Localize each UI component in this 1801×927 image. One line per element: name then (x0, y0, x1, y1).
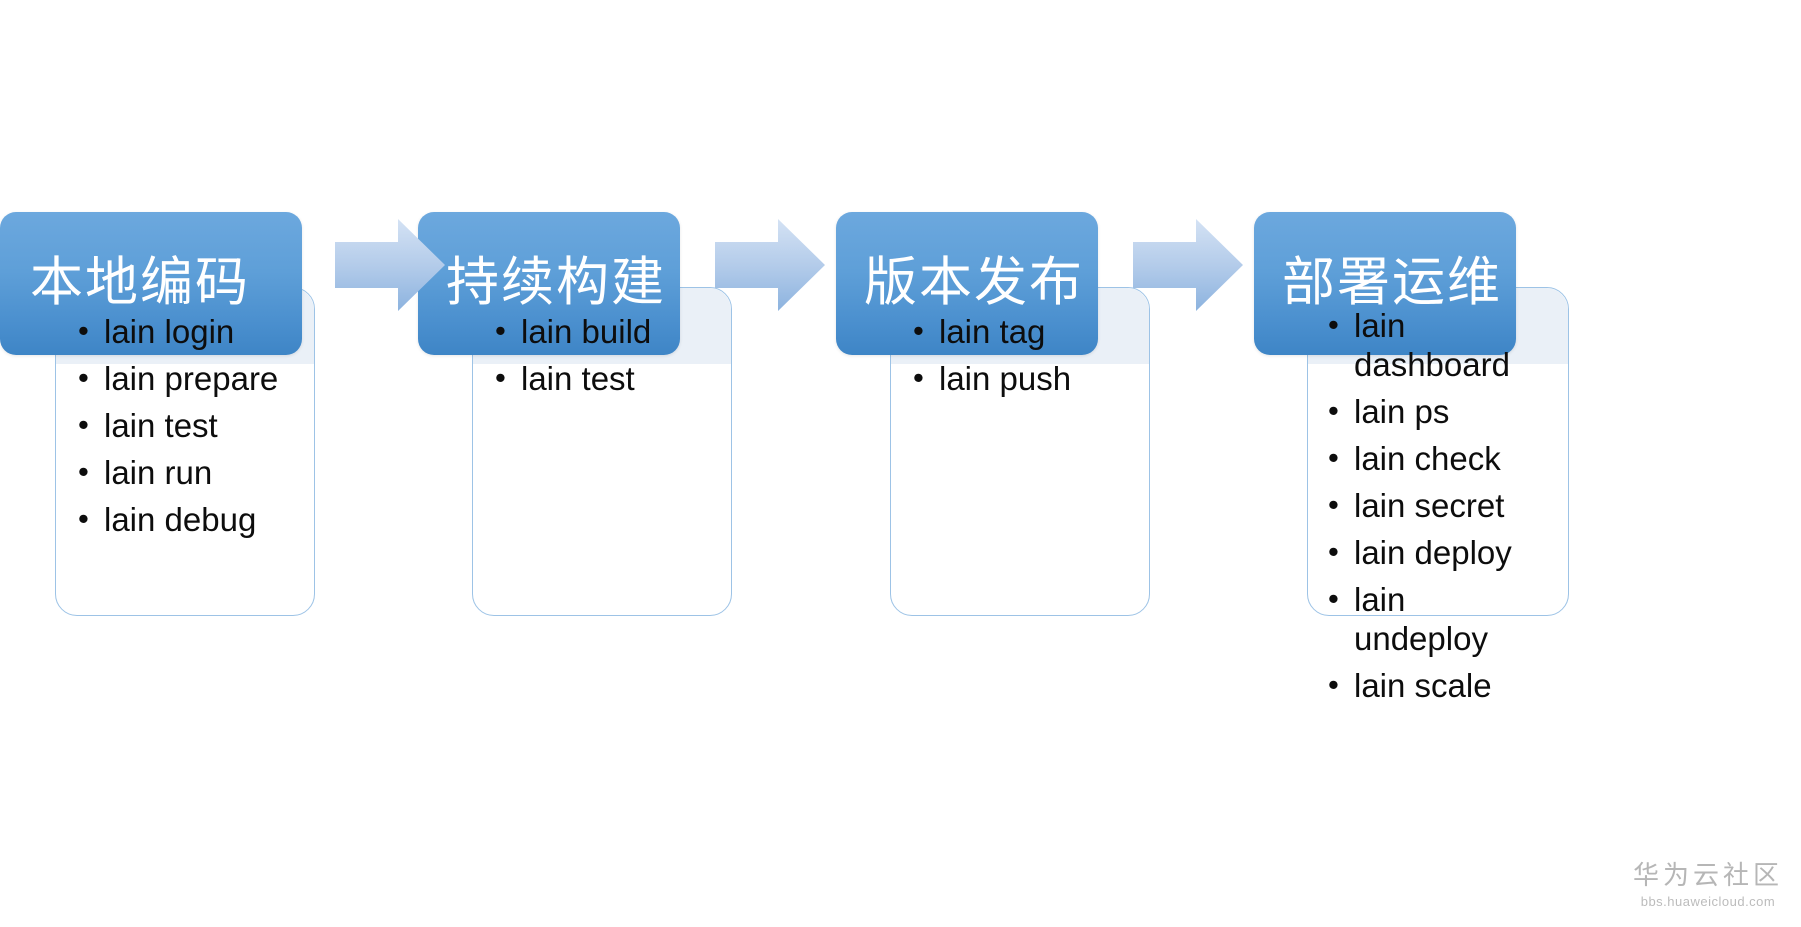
connector-arrow-3 (1133, 215, 1243, 315)
list-item[interactable]: • lain deploy (1328, 534, 1540, 573)
watermark-url: bbs.huaweicloud.com (1640, 894, 1776, 909)
list-item[interactable]: • lain undeploy (1328, 581, 1540, 659)
bullet-icon: • (1328, 439, 1339, 475)
list-item[interactable]: • lain test (495, 360, 735, 399)
list-item-label: lain deploy (1354, 533, 1512, 571)
bullet-icon: • (913, 359, 924, 395)
bullet-icon: • (1328, 533, 1339, 569)
list-item-label: lain test (104, 406, 218, 444)
list-item-label: lain undeploy (1354, 580, 1488, 657)
stage-4-list: • lain dashboard • lain ps • lain check … (1328, 307, 1540, 713)
stage-1-header-label: 本地编码 (30, 252, 250, 314)
list-item[interactable]: • lain check (1328, 440, 1540, 479)
bullet-icon: • (913, 313, 924, 348)
list-item[interactable]: • lain push (913, 360, 1153, 399)
list-item[interactable]: • lain run (78, 454, 318, 493)
list-item[interactable]: • lain ps (1328, 393, 1540, 432)
bullet-icon: • (78, 500, 89, 536)
list-item-label: lain push (939, 359, 1072, 397)
bullet-icon: • (1328, 392, 1339, 428)
list-item[interactable]: • lain tag (913, 313, 1153, 352)
stage-4-header-label: 部署运维 (1282, 252, 1502, 314)
list-item-label: lain debug (104, 500, 257, 538)
list-item-label: lain ps (1354, 392, 1450, 430)
stage-3-list: • lain tag • lain push (913, 313, 1153, 407)
list-item[interactable]: • lain debug (78, 501, 318, 540)
connector-arrow-2 (715, 215, 825, 315)
stage-3-header-label: 版本发布 (864, 252, 1084, 314)
bullet-icon: • (495, 359, 506, 395)
right-arrow-icon (335, 219, 445, 311)
stage-2-list: • lain build • lain test (495, 313, 735, 407)
list-item[interactable]: • lain login (78, 313, 318, 352)
list-item[interactable]: • lain secret (1328, 487, 1540, 526)
list-item[interactable]: • lain test (78, 407, 318, 446)
watermark-title: 华为云社区 (1632, 861, 1783, 892)
list-item-label: lain run (104, 453, 213, 491)
list-item[interactable]: • lain prepare (78, 360, 318, 399)
bullet-icon: • (1328, 486, 1339, 522)
stage-1-list: • lain login • lain prepare • lain test … (78, 313, 318, 548)
list-item[interactable]: • lain scale (1328, 667, 1540, 706)
bullet-icon: • (1328, 580, 1339, 616)
bullet-icon: • (1328, 666, 1339, 702)
list-item-label: lain prepare (104, 359, 279, 397)
list-item-label: lain tag (939, 313, 1046, 350)
bullet-icon: • (495, 313, 506, 348)
bullet-icon: • (78, 406, 89, 442)
bullet-icon: • (78, 313, 89, 348)
list-item-label: lain login (104, 313, 235, 350)
list-item[interactable]: • lain dashboard (1328, 307, 1540, 385)
right-arrow-icon (1133, 219, 1243, 311)
list-item-label: lain secret (1354, 486, 1505, 524)
watermark: 华为云社区 bbs.huaweicloud.com (1632, 861, 1783, 909)
list-item[interactable]: • lain build (495, 313, 735, 352)
list-item-label: lain test (521, 359, 635, 397)
bullet-icon: • (78, 453, 89, 489)
stage-2-header-label: 持续构建 (446, 252, 666, 314)
list-item-label: lain dashboard (1354, 307, 1510, 383)
bullet-icon: • (1328, 307, 1339, 342)
bullet-icon: • (78, 359, 89, 395)
list-item-label: lain scale (1354, 666, 1492, 704)
connector-arrow-1 (335, 215, 445, 315)
list-item-label: lain build (521, 313, 652, 350)
list-item-label: lain check (1354, 439, 1501, 477)
right-arrow-icon (715, 219, 825, 311)
